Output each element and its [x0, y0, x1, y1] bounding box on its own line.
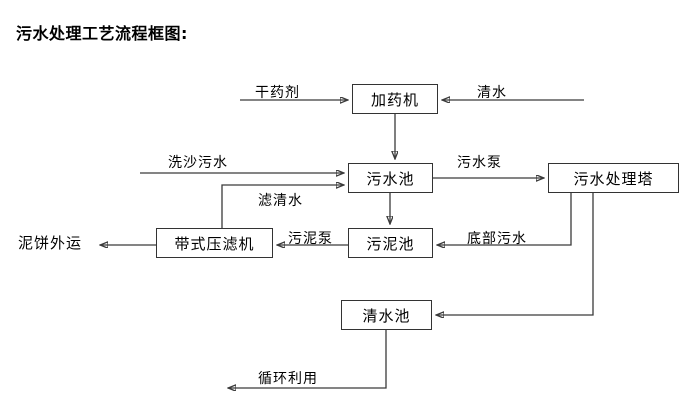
label-clean-water: 清水: [477, 85, 507, 101]
label-mud-cake-transport: 泥饼外运: [18, 234, 83, 252]
wire-tower-to-clear-water-pool: [436, 193, 594, 315]
label-wastewater-pump: 污水泵: [457, 155, 502, 171]
label-recycle-reuse: 循环利用: [258, 371, 318, 387]
node-label: 清水池: [362, 306, 411, 325]
label-dry-chemical: 干药剂: [255, 85, 300, 101]
node-label: 加药机: [370, 90, 419, 109]
node-label: 污水处理塔: [573, 169, 654, 188]
page-title: 污水处理工艺流程框图:: [16, 24, 188, 43]
label-sludge-pump: 污泥泵: [288, 231, 333, 247]
node-belt-filter-press[interactable]: 带式压滤机: [156, 228, 273, 258]
node-label: 带式压滤机: [174, 234, 255, 253]
node-label: 污水池: [366, 169, 415, 188]
label-filtered-clear-water: 滤清水: [258, 193, 303, 209]
label-sand-wash-wastewater: 洗沙污水: [168, 155, 228, 171]
node-sludge-pool[interactable]: 污泥池: [348, 228, 433, 258]
node-wastewater-pool[interactable]: 污水池: [348, 163, 433, 193]
node-clear-water-pool[interactable]: 清水池: [341, 300, 432, 330]
node-treatment-tower[interactable]: 污水处理塔: [548, 163, 679, 193]
node-label: 污泥池: [366, 234, 415, 253]
node-dosing-machine[interactable]: 加药机: [352, 84, 438, 114]
label-bottom-wastewater: 底部污水: [467, 231, 527, 247]
